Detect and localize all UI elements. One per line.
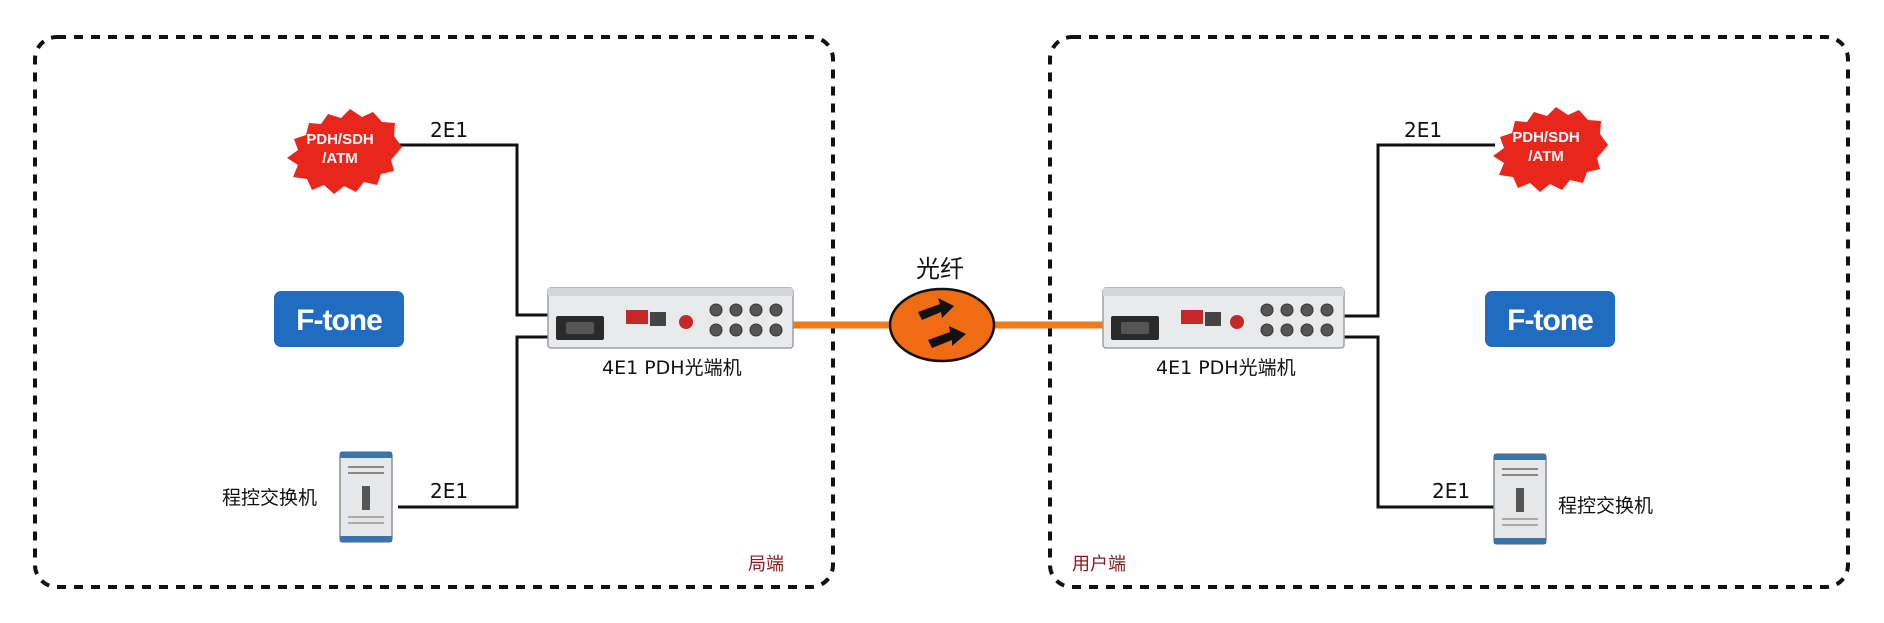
left-bottom-link-label: 2E1	[430, 479, 468, 503]
left-top-link-label: 2E1	[430, 118, 468, 142]
right-top-link-label: 2E1	[1404, 118, 1442, 142]
left-device-label: 4E1 PDH光端机	[602, 357, 742, 379]
right-bottom-link-line	[1344, 335, 1500, 509]
right-bottom-link-label: 2E1	[1432, 479, 1470, 503]
right-network-burst: PDH/SDH /ATM	[1493, 107, 1608, 192]
fiber-node	[888, 287, 996, 363]
right-side-label: 用户端	[1072, 554, 1126, 575]
left-site-region	[33, 35, 835, 589]
left-network-burst: PDH/SDH /ATM	[287, 109, 402, 194]
right-brand-badge: F-tone	[1485, 291, 1615, 347]
right-network-line1: PDH/SDH	[1512, 129, 1580, 146]
right-exchange-cabinet-icon	[1493, 453, 1547, 545]
left-brand-badge: F-tone	[274, 291, 404, 347]
left-exchange-label: 程控交换机	[222, 487, 317, 509]
left-top-link-line	[330, 143, 548, 317]
right-device-label: 4E1 PDH光端机	[1156, 357, 1296, 379]
left-network-line1: PDH/SDH	[306, 131, 374, 148]
left-side-label: 局端	[748, 554, 784, 575]
left-brand-text: F-tone	[296, 304, 382, 337]
burst-shape	[287, 109, 402, 194]
right-exchange-label: 程控交换机	[1558, 495, 1653, 517]
left-bottom-link-line	[398, 335, 548, 509]
burst-shape	[1493, 107, 1608, 192]
left-exchange-cabinet-icon	[339, 451, 393, 543]
right-optical-terminal-device	[1102, 287, 1345, 349]
right-top-link-line	[1344, 143, 1495, 318]
right-site-region	[1048, 35, 1850, 589]
left-network-line2: /ATM	[322, 150, 358, 167]
arrows-exchange-icon	[918, 298, 966, 348]
right-brand-text: F-tone	[1507, 304, 1593, 337]
right-network-line2: /ATM	[1528, 148, 1564, 165]
fiber-label: 光纤	[916, 255, 964, 283]
left-optical-terminal-device	[547, 287, 794, 349]
